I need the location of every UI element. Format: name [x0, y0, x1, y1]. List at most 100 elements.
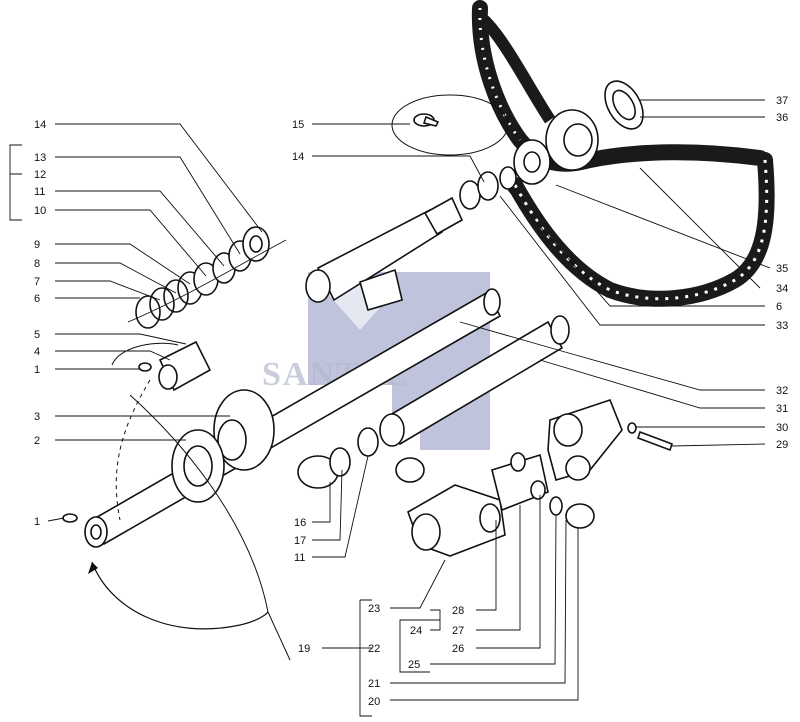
screw-part	[391, 94, 509, 156]
label-12: 12	[34, 169, 46, 181]
label-27: 27	[452, 625, 464, 637]
leader-33	[499, 195, 765, 326]
wheel-rim-lower	[507, 152, 775, 307]
intermediate-shaft-end	[550, 315, 570, 345]
leader-14a	[55, 123, 263, 233]
column-tube-top	[483, 288, 501, 316]
label-26: 26	[452, 643, 464, 655]
yoke-upper-eye-b	[565, 455, 591, 481]
switch-part	[111, 340, 212, 392]
hub-nut-hole	[523, 151, 541, 173]
yoke-lower-eye-b	[479, 503, 501, 533]
leader-34	[639, 167, 761, 289]
spring-bush-hole	[249, 235, 263, 253]
wheel-spoke-inner	[479, 15, 555, 124]
upper-shaft-end	[305, 269, 331, 303]
leader-31	[539, 359, 765, 409]
label-9: 9	[34, 239, 40, 251]
upper-shaft-spline	[423, 196, 464, 236]
leader-13	[55, 156, 241, 255]
hub-bore	[563, 123, 593, 157]
ring-small-b	[477, 171, 499, 201]
part-labels: 14 13 12 11 10 9 8 7 6 5 4 1 3 2 1 15 14…	[34, 95, 788, 708]
label-5: 5	[34, 329, 40, 341]
screw-callout-ellipse	[391, 94, 509, 156]
switch-callout-arc	[111, 342, 179, 366]
intermediate-shaft	[379, 315, 570, 447]
bushing-17	[329, 447, 351, 477]
leader-1b	[47, 517, 65, 522]
leader-27	[476, 505, 521, 631]
leader-20	[390, 528, 579, 701]
label-3: 3	[34, 411, 40, 423]
leader-35	[555, 184, 771, 269]
label-19: 19	[298, 643, 310, 655]
upper-shaft-clamp	[359, 268, 403, 311]
arrow-arc-upper	[115, 379, 151, 521]
leader-11b	[312, 455, 369, 558]
leader-6b	[507, 189, 765, 307]
bushing-set	[297, 427, 425, 489]
label-7: 7	[34, 276, 40, 288]
label-29: 29	[776, 439, 788, 451]
spring-axis	[127, 239, 287, 323]
label-31: 31	[776, 403, 788, 415]
column-tube-bore	[90, 524, 102, 540]
leader-5	[55, 333, 187, 345]
nut-30	[627, 422, 637, 434]
bracket-12	[9, 144, 22, 221]
arrow-arc-mid	[129, 394, 269, 613]
hub-cap-inner	[612, 89, 636, 121]
label-14-top-left: 14	[34, 119, 46, 131]
label-24: 24	[410, 625, 422, 637]
leader-32	[459, 321, 765, 391]
arrow-arc-lower	[91, 561, 269, 630]
leader-23	[390, 559, 446, 609]
label-17: 17	[294, 535, 306, 547]
label-11-bottom: 11	[294, 552, 305, 564]
label-20: 20	[368, 696, 380, 708]
label-14-top-mid: 14	[292, 151, 304, 163]
spider-cap-a	[510, 452, 526, 472]
leader-8	[55, 262, 177, 294]
label-28: 28	[452, 605, 464, 617]
leader-16	[312, 482, 331, 523]
label-4: 4	[34, 346, 40, 358]
arrow-tail	[267, 611, 291, 661]
leader-26	[476, 495, 541, 649]
label-1-upper: 1	[34, 364, 40, 376]
column-tube	[62, 288, 502, 548]
yoke-upper-eye	[553, 413, 583, 447]
arrow-head-lower	[88, 562, 98, 574]
label-10: 10	[34, 205, 46, 217]
label-13: 13	[34, 152, 46, 164]
label-23: 23	[368, 603, 380, 615]
upper-shaft-assembly	[305, 166, 517, 311]
label-36: 36	[776, 112, 788, 124]
label-1-lower: 1	[34, 516, 40, 528]
label-6-right: 6	[776, 301, 782, 313]
leader-21	[390, 519, 567, 684]
bracket-24	[399, 609, 441, 673]
leader-25	[430, 514, 557, 665]
leader-29	[671, 443, 766, 447]
label-30: 30	[776, 422, 788, 434]
leader-lines-right	[312, 99, 771, 447]
column-pin	[62, 513, 78, 523]
needle-bearing-cup	[565, 503, 595, 529]
leader-11a	[55, 190, 225, 267]
column-mount-hole	[183, 445, 213, 487]
bearing-11	[395, 457, 425, 483]
switch-end	[158, 364, 178, 390]
label-11-left: 11	[34, 186, 45, 198]
ring-11	[357, 427, 379, 457]
label-8: 8	[34, 258, 40, 270]
column-bearing	[217, 419, 247, 461]
wheel-rim-texture	[513, 159, 769, 301]
leader-28	[476, 520, 497, 611]
leader-17	[312, 469, 343, 541]
label-35: 35	[776, 263, 788, 275]
label-16: 16	[294, 517, 306, 529]
